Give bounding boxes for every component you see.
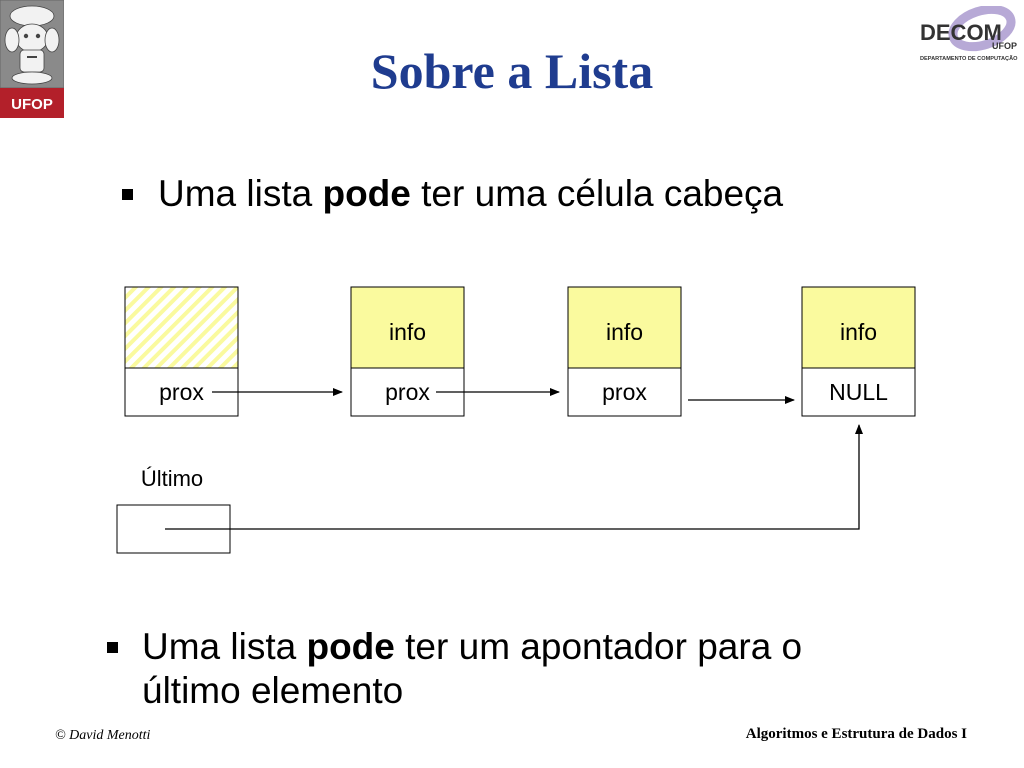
ufop-logo-text: UFOP	[11, 96, 53, 113]
list-cell-2: info prox	[567, 286, 682, 417]
list-cell-3: info NULL	[801, 286, 916, 417]
cell-info-label: info	[389, 319, 426, 345]
footer-author: © David Menotti	[55, 728, 151, 743]
bullet-text-line2: último elemento	[142, 670, 404, 711]
bullet-marker	[122, 189, 133, 200]
last-pointer-label: Último	[141, 466, 203, 491]
bullet-text: Uma lista pode ter um apontador para o ú…	[142, 626, 803, 711]
decom-logo-dept: DEPARTAMENTO DE COMPUTAÇÃO	[920, 55, 1018, 62]
cell-info-label: info	[840, 319, 877, 345]
last-pointer-arrow	[165, 424, 863, 530]
cell-prox-label: prox	[385, 379, 430, 405]
decom-logo-ufop: UFOP	[992, 41, 1017, 51]
decom-logo: DECOM UFOP DEPARTAMENTO DE COMPUTAÇÃO	[918, 4, 1022, 64]
list-cell-1: info prox	[350, 286, 465, 417]
head-cell: prox	[124, 286, 239, 417]
decom-logo-text: DECOM	[920, 20, 1002, 45]
bullet-head-cell: Uma lista pode ter uma célula cabeça	[122, 172, 783, 216]
cell-null-label: NULL	[829, 379, 888, 405]
bullet-text: Uma lista pode ter uma célula cabeça	[158, 173, 784, 214]
footer-course: Algoritmos e Estrutura de Dados I	[745, 726, 967, 742]
cell-prox-label: prox	[602, 379, 647, 405]
cell-info-label: info	[606, 319, 643, 345]
slide-title: Sobre a Lista	[370, 43, 654, 99]
bullet-last-pointer: Uma lista pode ter um apontador para o ú…	[107, 625, 802, 713]
bullet-marker	[107, 642, 118, 653]
ufop-logo: UFOP	[0, 0, 65, 118]
head-cell-prox-label: prox	[159, 379, 204, 405]
